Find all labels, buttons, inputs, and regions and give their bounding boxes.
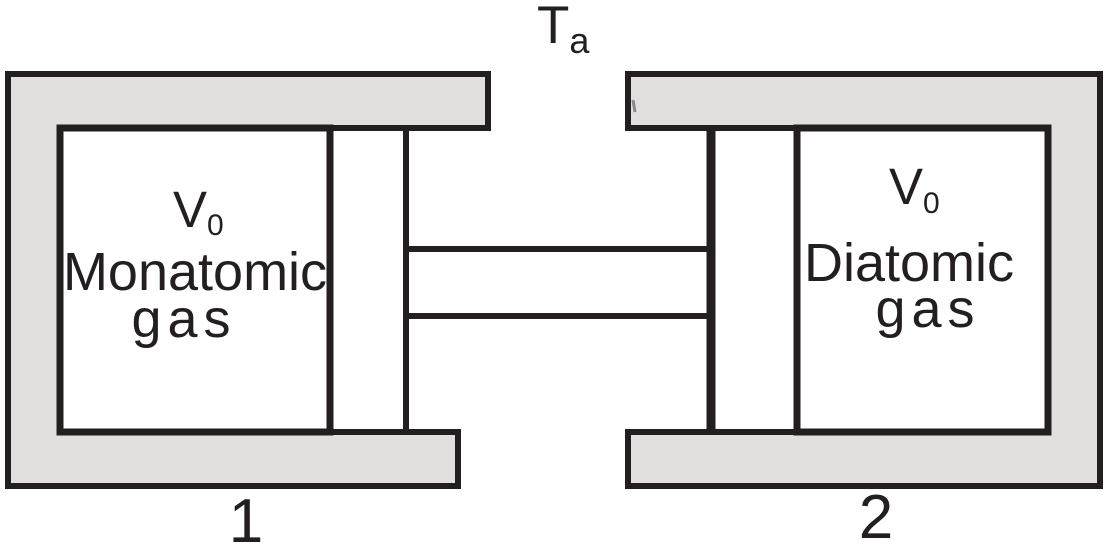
left-cylinder-number: 1 — [229, 487, 263, 556]
temperature-subscript: a — [569, 20, 590, 61]
right-gas-name: Diatomic — [804, 233, 1014, 293]
left-volume-symbol: V — [173, 181, 207, 238]
right-volume-subscript: 0 — [923, 187, 940, 220]
left-gas-word: gas — [131, 289, 236, 349]
right-gas-word: gas — [875, 279, 980, 339]
left-gas-chamber — [56, 124, 334, 436]
right-volume-symbol: V — [889, 158, 923, 215]
right-gas-chamber — [793, 124, 1052, 436]
left-cylinder — [5, 71, 491, 489]
right-cylinder-number: 2 — [859, 483, 893, 552]
left-gas-name: Monatomic — [63, 242, 327, 302]
connecting-rod — [406, 246, 711, 319]
left-volume-subscript: 0 — [207, 209, 224, 242]
left-volume-label: V0 — [173, 181, 224, 242]
ambient-temperature-label: Ta — [537, 0, 590, 61]
wall-artifact-mark — [631, 99, 637, 113]
right-volume-label: V0 — [889, 158, 940, 220]
right-cylinder — [625, 71, 1103, 489]
temperature-symbol: T — [537, 0, 569, 55]
